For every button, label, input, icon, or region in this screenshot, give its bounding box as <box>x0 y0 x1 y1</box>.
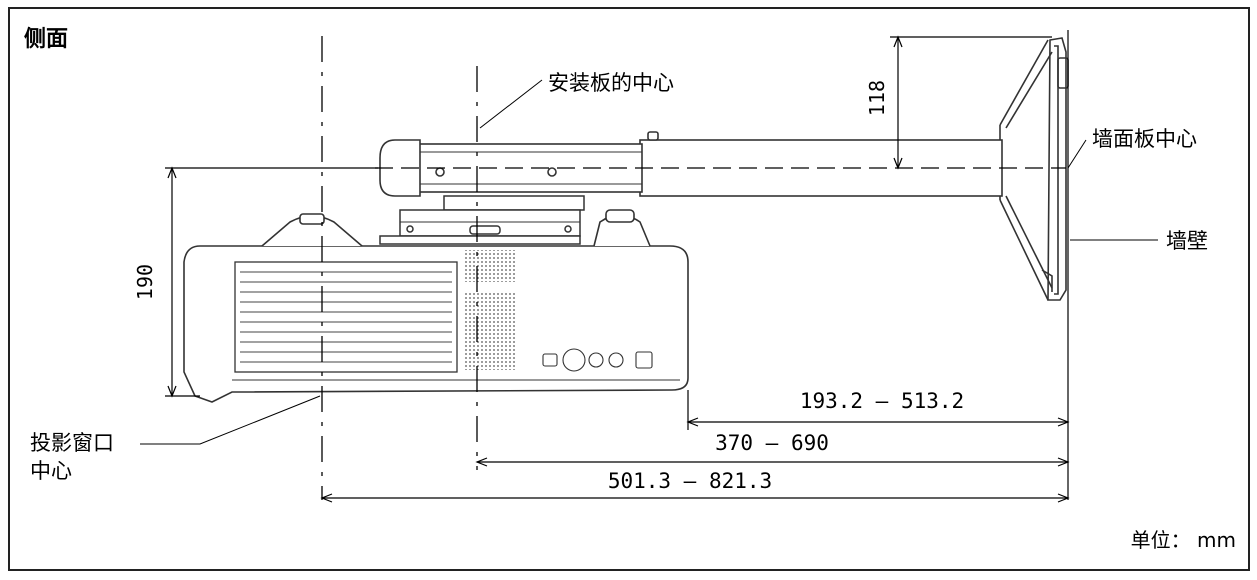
grille-slats <box>240 271 452 363</box>
projector-side-grille <box>234 261 458 373</box>
unit-label: 单位： mm <box>1131 528 1236 552</box>
dimension-370-690-label: 370 – 690 <box>715 431 829 455</box>
dimension-190-label: 190 <box>133 264 157 300</box>
mount-plate-center-leader <box>479 79 543 129</box>
wall-plate-center-leader <box>1067 139 1087 169</box>
dimension-190 <box>165 166 378 398</box>
dimension-193-513-label: 193.2 – 513.2 <box>800 389 964 413</box>
dimension-193-513 <box>686 390 1070 430</box>
diagram-border <box>8 7 1250 571</box>
extension-arm <box>379 131 1003 197</box>
projection-window-center-label-2: 中心 <box>30 459 72 483</box>
dimension-118 <box>890 35 1052 170</box>
dimension-370-690 <box>475 457 1070 467</box>
mount-plate <box>379 195 585 245</box>
wall-plate <box>999 37 1069 301</box>
wall-plate-center-label: 墙面板中心 <box>1092 127 1197 151</box>
projection-window-center-leader <box>140 395 321 445</box>
projector-control-buttons <box>542 348 653 372</box>
diagram-title: 侧面 <box>24 27 68 52</box>
wall-label: 墙壁 <box>1166 229 1208 253</box>
projection-window-center-label-1: 投影窗口 <box>30 431 114 455</box>
projector-vent <box>464 250 516 370</box>
dimension-501-821 <box>320 493 1070 503</box>
mount-plate-center-label: 安装板的中心 <box>548 71 674 95</box>
dimension-118-label: 118 <box>865 80 889 116</box>
dimension-501-821-label: 501.3 – 821.3 <box>608 469 772 493</box>
